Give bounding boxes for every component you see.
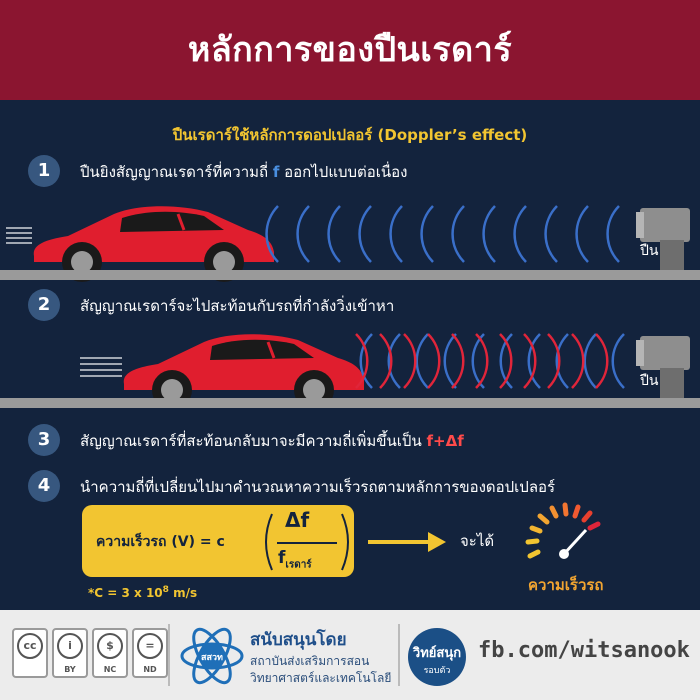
step-3-frequency: f+Δf [426, 432, 464, 450]
sponsor-title: สนับสนุนโดย [250, 630, 347, 650]
scene-2-reflect [80, 333, 690, 408]
facebook-link[interactable]: fb.com/witsanook [478, 638, 690, 663]
formula-parentheses [265, 513, 349, 571]
ipst-logo: สสวท [180, 627, 244, 685]
radar-waves-emitted [359, 333, 625, 389]
nc-icon: $NC [92, 628, 128, 678]
car-icon [123, 334, 365, 408]
footer-divider [168, 624, 170, 686]
road-1 [0, 270, 700, 280]
step-3-number: 3 [28, 424, 60, 456]
step-1-text-after: ออกไปแบบต่อเนื่อง [279, 163, 408, 181]
footer-divider [398, 624, 400, 686]
sponsor-block: สนับสนุนโดย สถาบันส่งเสริมการสอน วิทยาศา… [250, 626, 391, 687]
formula-denominator: fเรดาร์ [278, 548, 312, 572]
step-2-number: 2 [28, 289, 60, 321]
svg-text:สสวท: สสวท [201, 653, 223, 663]
step-4-text: นำความถี่ที่เปลี่ยนไปมาคำนวณหาความเร็วรถ… [80, 478, 556, 496]
page-title: หลักการของปืนเรดาร์ [187, 30, 513, 70]
road-2 [0, 398, 700, 408]
right-arrow-icon [368, 532, 446, 552]
step-4-number: 4 [28, 470, 60, 502]
speed-lines [80, 357, 122, 377]
formula-denominator-base: f [278, 548, 286, 568]
c-note-exponent: 8 [162, 585, 169, 595]
formula-fraction-bar [277, 542, 337, 544]
speed-lines [6, 227, 32, 244]
formula-box: ความเร็วรถ (V) = c [82, 505, 354, 577]
radar-waves-emitted [265, 205, 620, 263]
step-1-frequency: f [272, 163, 280, 181]
speedometer-icon [525, 502, 601, 559]
speed-of-light-note: *C = 3 x 108 m/s [88, 585, 197, 600]
radar-waves-reflected [355, 333, 609, 389]
sponsor-line-1: สถาบันส่งเสริมการสอน [250, 654, 370, 668]
step-1-text: ปืนยิงสัญญาณเรดาร์ที่ความถี่ f ออกไปแบบต… [80, 160, 408, 184]
gun-label-1: ปืน [640, 243, 659, 259]
subtitle: ปืนเรดาร์ใช้หลักการดอปเปลอร์ (Doppler’s … [172, 126, 528, 144]
result-label: จะได้ [460, 532, 495, 550]
gun-label-2: ปืน [640, 373, 659, 389]
sponsor-line-2: วิทยาศาสตร์และเทคโนโลยี [250, 671, 392, 685]
speed-label: ความเร็วรถ [528, 576, 604, 594]
formula-denominator-sub: เรดาร์ [285, 559, 312, 571]
step-1-number: 1 [28, 155, 60, 187]
title-band: หลักการของปืนเรดาร์ [0, 0, 700, 100]
formula-numerator: Δf [285, 508, 310, 532]
step-3-text: สัญญาณเรดาร์ที่สะท้อนกลับมาจะมีความถี่เพ… [80, 429, 464, 453]
scene-1-emit [6, 205, 690, 282]
c-note-prefix: *C = 3 x 10 [88, 586, 163, 600]
step-1-text-before: ปืนยิงสัญญาณเรดาร์ที่ความถี่ [80, 163, 273, 181]
witsanook-logo: วิทย์สนุก รอบตัว [408, 628, 466, 686]
cc-icon: cc [12, 628, 48, 678]
formula-lhs: ความเร็วรถ (V) = c [96, 534, 225, 550]
step-2-text: สัญญาณเรดาร์จะไปสะท้อนกับรถที่กำลังวิ่งเ… [80, 297, 395, 315]
nd-icon: =ND [132, 628, 168, 678]
step-3-text-before: สัญญาณเรดาร์ที่สะท้อนกลับมาจะมีความถี่เพ… [80, 432, 427, 450]
c-note-suffix: m/s [168, 586, 198, 600]
